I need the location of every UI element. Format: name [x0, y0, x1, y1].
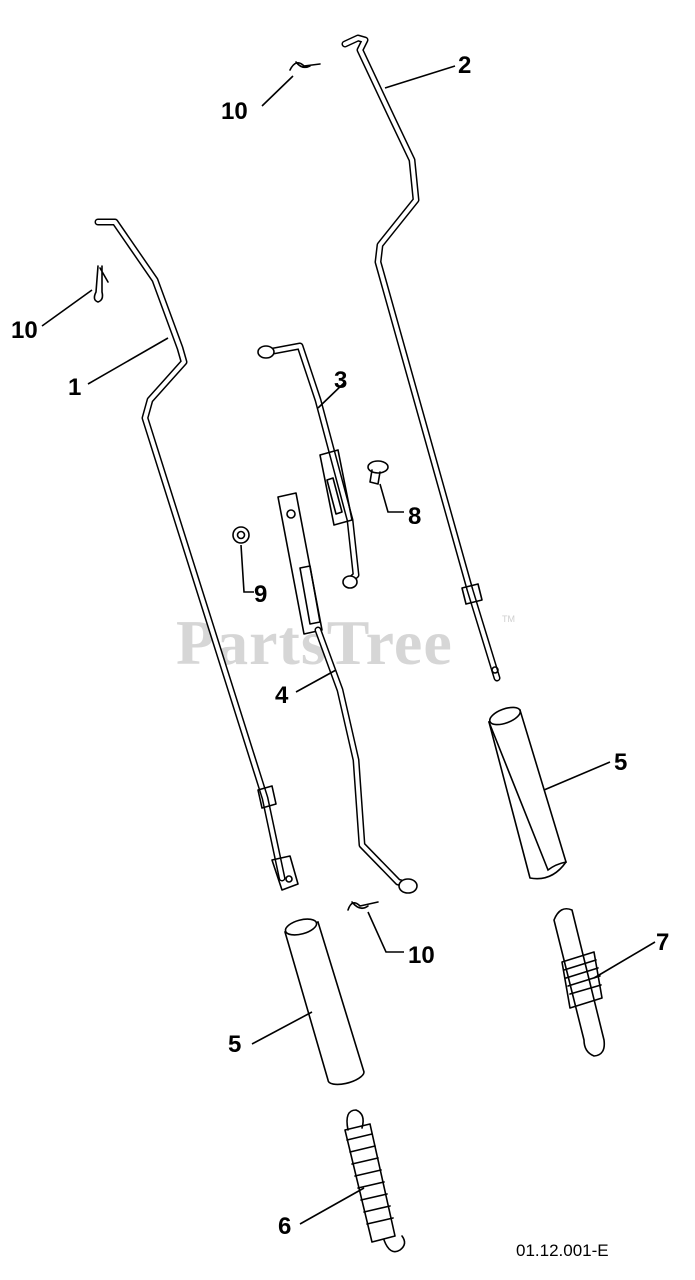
callout-1: 1	[68, 374, 81, 401]
part-10-clip-bottom[interactable]	[347, 901, 379, 911]
callout-9: 9	[254, 581, 267, 608]
callout-4: 4	[275, 682, 289, 709]
callout-7: 7	[656, 929, 669, 956]
callout-8: 8	[408, 503, 421, 530]
part-7-spring[interactable]	[553, 907, 606, 1057]
part-8-pin[interactable]	[367, 460, 389, 485]
figure-code: 01.12.001-E	[516, 1241, 609, 1260]
callout-10-top: 10	[221, 98, 248, 125]
part-1-rod[interactable]	[94, 218, 299, 891]
part-9-nut[interactable]	[232, 526, 250, 544]
callout-3: 3	[334, 367, 347, 394]
callout-5-upper: 5	[614, 749, 627, 776]
callout-5-lower: 5	[228, 1031, 241, 1058]
callouts: 10 2 10 1 3 8 9 4 5 10 7 5 6	[11, 52, 669, 1240]
part-10-clip-left[interactable]	[93, 265, 109, 303]
callout-6: 6	[278, 1213, 291, 1240]
part-6-spring[interactable]	[344, 1109, 406, 1253]
callout-2: 2	[458, 52, 471, 79]
part-5-grip-lower[interactable]	[284, 916, 365, 1086]
watermark-trademark: TM	[502, 614, 515, 624]
callout-10-bottom: 10	[408, 942, 435, 969]
part-4-bracket[interactable]	[277, 492, 418, 894]
part-3-lever[interactable]	[257, 342, 360, 589]
part-5-grip-upper[interactable]	[487, 704, 568, 880]
part-2-rod[interactable]	[341, 34, 501, 682]
part-10-clip-top[interactable]	[289, 61, 321, 71]
callout-10-left: 10	[11, 317, 38, 344]
leader-lines	[41, 65, 656, 1225]
